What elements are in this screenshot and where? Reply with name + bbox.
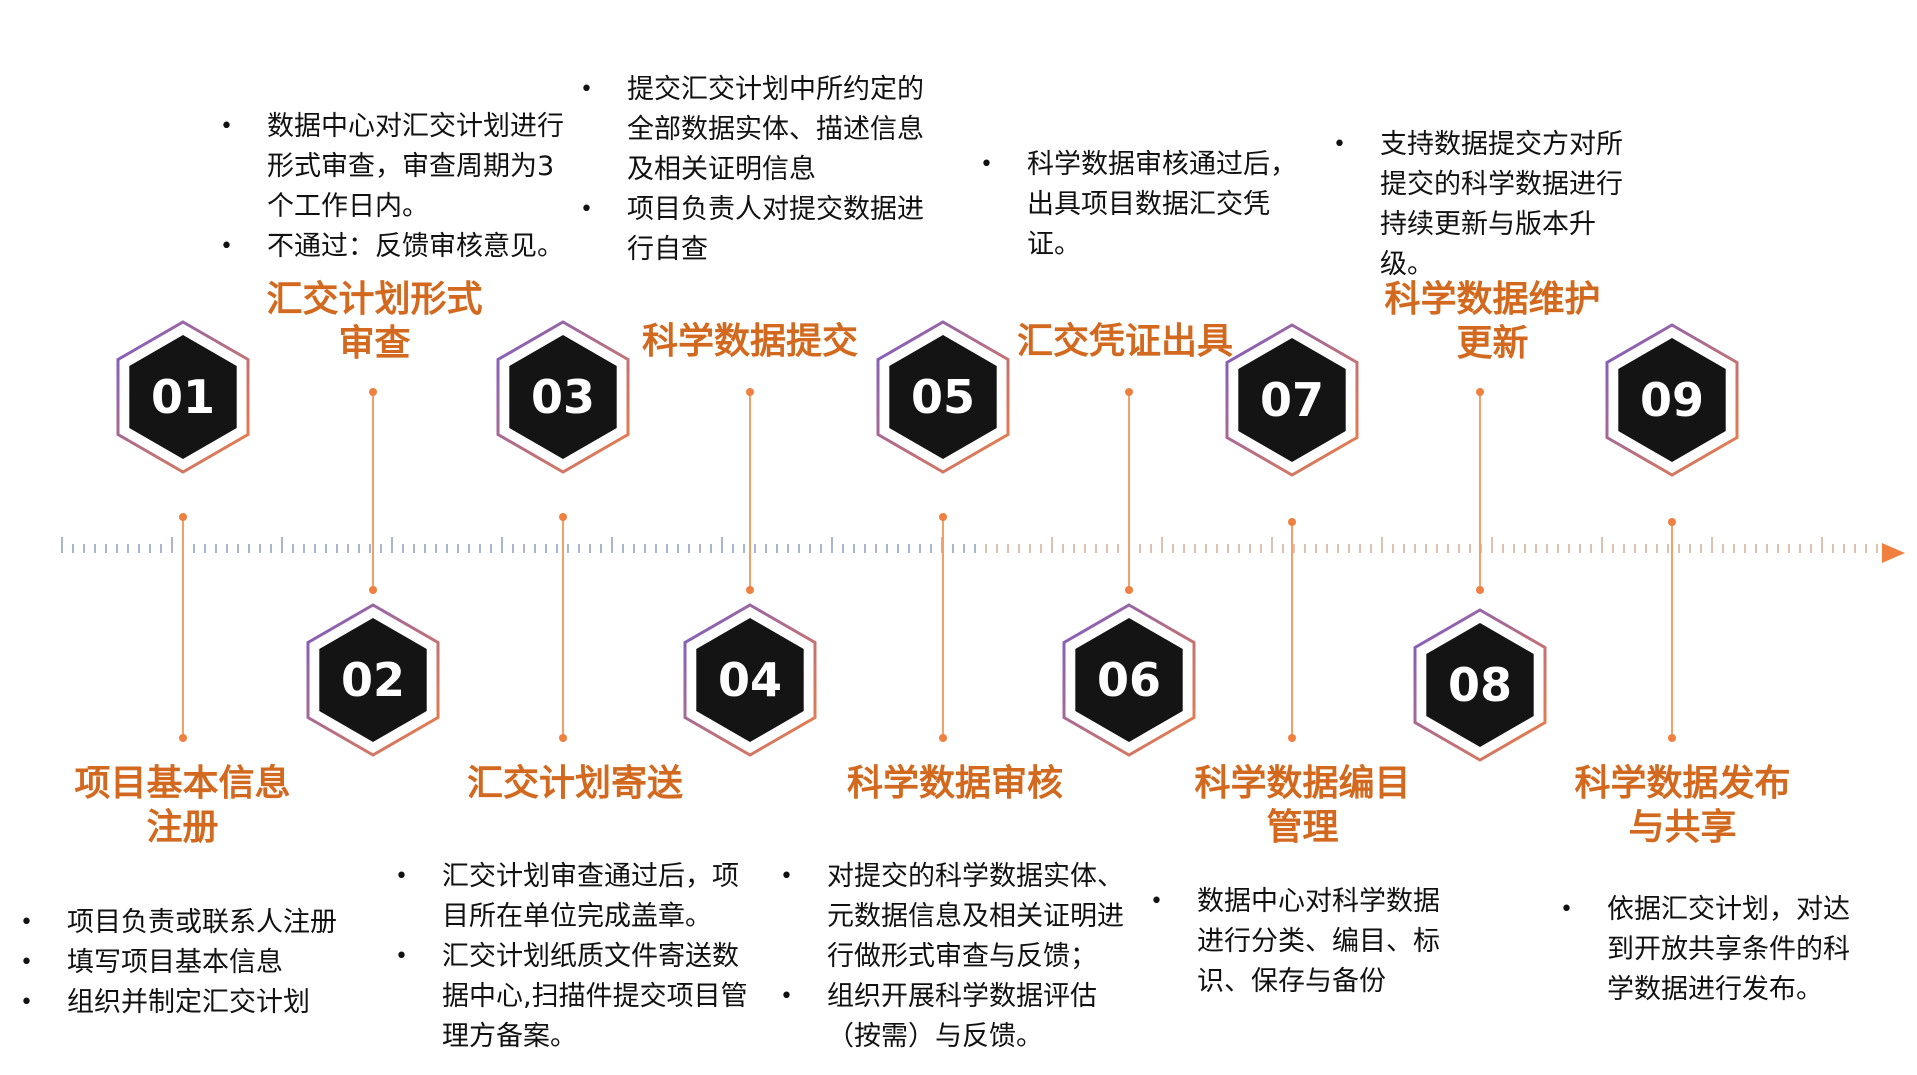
connector-dot-09-start	[1668, 518, 1676, 526]
bullet-item: 数据中心对科学数据进行分类、编目、标识、保存与备份	[1150, 882, 1460, 1002]
hexagon-01	[129, 335, 237, 459]
bullet-item: 汇交计划审查通过后，项目所在单位完成盖章。	[395, 857, 763, 937]
connector-dot-01-start	[179, 513, 187, 521]
step-desc-09: 依据汇交计划，对达到开放共享条件的科学数据进行发布。	[1560, 890, 1875, 1010]
hexagon-02	[319, 618, 427, 742]
connector-dot-02-end	[369, 586, 377, 594]
step-number-07: 07	[1260, 373, 1324, 427]
step-desc-08: 支持数据提交方对所提交的科学数据进行持续更新与版本升级。	[1333, 125, 1643, 285]
step-desc-03: 汇交计划审查通过后，项目所在单位完成盖章。 汇交计划纸质文件寄送数据中心,扫描件…	[395, 857, 763, 1057]
step-number-06: 06	[1097, 653, 1161, 707]
step-desc-05: 对提交的科学数据实体、元数据信息及相关证明进行做形式审查与反馈； 组织开展科学数…	[780, 857, 1135, 1057]
step-title-01: 项目基本信息注册	[74, 763, 291, 848]
bullet-item: 项目负责或联系人注册	[20, 903, 350, 943]
bullet-item: 科学数据审核通过后，出具项目数据汇交凭证。	[980, 145, 1300, 265]
step-connectors	[179, 388, 1676, 742]
connector-dot-03-end	[559, 734, 567, 742]
axis-ticks	[61, 537, 1878, 553]
bullet-item: 依据汇交计划，对达到开放共享条件的科学数据进行发布。	[1560, 890, 1875, 1010]
connector-dot-05-end	[939, 734, 947, 742]
step-number-01: 01	[151, 370, 215, 424]
bullet-item: 组织并制定汇交计划	[20, 983, 350, 1023]
bullet-item: 提交汇交计划中所约定的全部数据实体、描述信息及相关证明信息	[580, 70, 948, 190]
connector-dot-07-start	[1288, 518, 1296, 526]
step-title-07: 科学数据编目管理	[1194, 763, 1411, 848]
connector-dot-09-end	[1668, 734, 1676, 742]
bullet-item: 项目负责人对提交数据进行自查	[580, 190, 948, 270]
step-number-04: 04	[718, 653, 782, 707]
connector-dot-07-end	[1288, 734, 1296, 742]
step-desc-07: 数据中心对科学数据进行分类、编目、标识、保存与备份	[1150, 882, 1460, 1002]
connector-dot-05-start	[939, 513, 947, 521]
step-hexagons: 01 02 03 04 05 06 07 08 09	[116, 320, 1739, 762]
step-title-09: 科学数据发布与共享	[1574, 763, 1791, 848]
step-number-09: 09	[1640, 373, 1704, 427]
step-title-06: 汇交凭证出具	[1016, 321, 1233, 362]
step-desc-06: 科学数据审核通过后，出具项目数据汇交凭证。	[980, 145, 1300, 265]
hexagon-03	[509, 335, 617, 459]
axis-arrowhead	[1882, 543, 1905, 563]
connector-dot-08-start	[1476, 388, 1484, 396]
step-title-08: 科学数据维护更新	[1384, 279, 1601, 364]
step-number-05: 05	[911, 370, 975, 424]
bullet-item: 数据中心对汇交计划进行形式审查，审查周期为3个工作日内。	[220, 107, 578, 227]
step-title-04: 科学数据提交	[641, 321, 858, 362]
hexagon-08	[1426, 623, 1534, 747]
step-number-02: 02	[341, 653, 405, 707]
step-number-03: 03	[531, 370, 595, 424]
connector-dot-06-start	[1125, 388, 1133, 396]
step-number-08: 08	[1448, 658, 1512, 712]
connector-dot-01-end	[179, 734, 187, 742]
connector-dot-04-end	[746, 586, 754, 594]
step-title-02: 汇交计划形式审查	[266, 279, 483, 364]
connector-dot-03-start	[559, 513, 567, 521]
hexagon-05	[889, 335, 997, 459]
connector-dot-02-start	[369, 388, 377, 396]
step-desc-02: 数据中心对汇交计划进行形式审查，审查周期为3个工作日内。 不通过：反馈审核意见。	[220, 107, 578, 267]
step-desc-01: 项目负责或联系人注册 填写项目基本信息 组织并制定汇交计划	[20, 903, 350, 1023]
bullet-item: 不通过：反馈审核意见。	[220, 227, 578, 267]
step-title-03: 汇交计划寄送	[466, 763, 683, 804]
connector-dot-04-start	[746, 388, 754, 396]
bullet-item: 组织开展科学数据评估（按需）与反馈。	[780, 977, 1135, 1057]
bullet-item: 支持数据提交方对所提交的科学数据进行持续更新与版本升级。	[1333, 125, 1643, 285]
bullet-item: 填写项目基本信息	[20, 943, 350, 983]
hexagon-09	[1618, 338, 1726, 462]
hexagon-07	[1238, 338, 1346, 462]
step-title-05: 科学数据审核	[846, 763, 1063, 804]
step-desc-04: 提交汇交计划中所约定的全部数据实体、描述信息及相关证明信息 项目负责人对提交数据…	[580, 70, 948, 270]
bullet-item: 汇交计划纸质文件寄送数据中心,扫描件提交项目管理方备案。	[395, 937, 763, 1057]
hexagon-04	[696, 618, 804, 742]
bullet-item: 对提交的科学数据实体、元数据信息及相关证明进行做形式审查与反馈；	[780, 857, 1135, 977]
connector-dot-08-end	[1476, 586, 1484, 594]
hexagon-06	[1075, 618, 1183, 742]
connector-dot-06-end	[1125, 586, 1133, 594]
